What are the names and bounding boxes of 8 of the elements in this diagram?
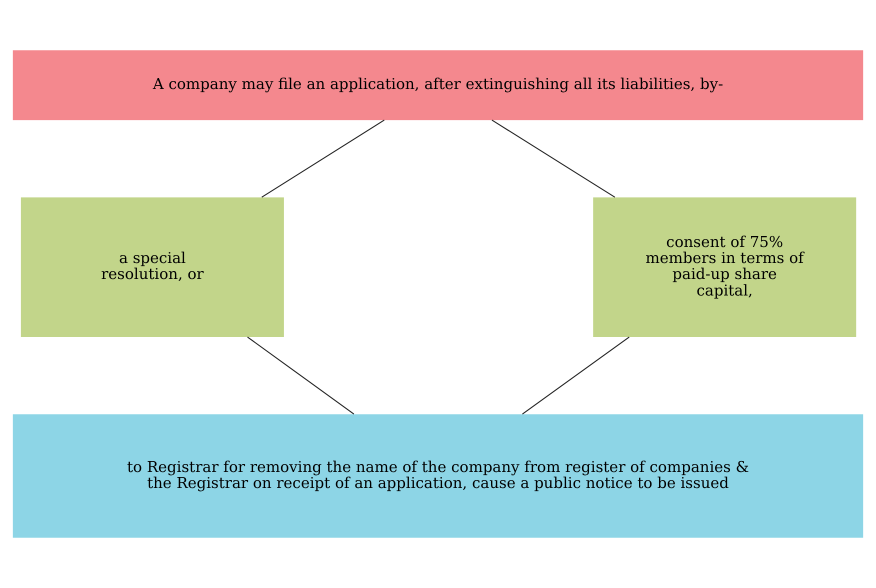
node-box: to Registrar for removing the name of the company from register of companies & the Registrar on receipt of an application, cause a public notice to be issued — [12, 414, 864, 538]
connector — [522, 336, 630, 414]
node-box: A company may file an application, after extinguishing all its liabilities, by- — [12, 50, 864, 120]
node-box: a special resolution, or — [20, 197, 284, 337]
connector — [492, 120, 616, 198]
node-box: consent of 75% members in terms of paid-up share capital, — [593, 197, 856, 337]
connector — [247, 336, 354, 414]
connector — [262, 120, 385, 198]
